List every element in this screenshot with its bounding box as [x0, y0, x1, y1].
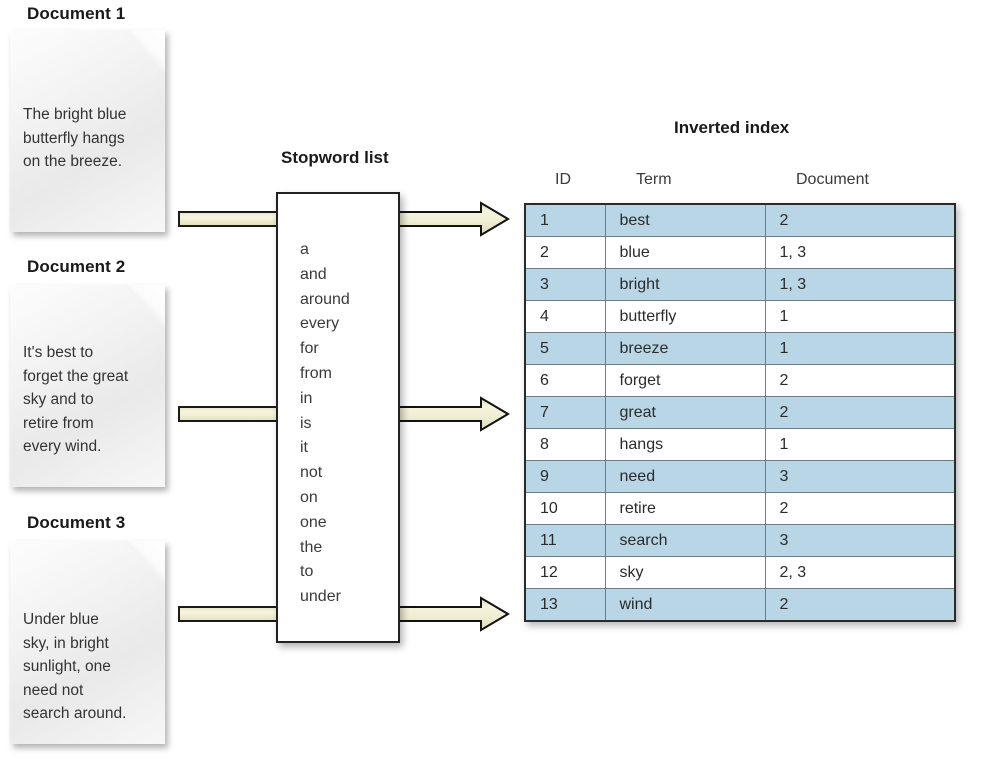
- document-1-icon: The bright blue butterfly hangs on the b…: [10, 30, 165, 232]
- stopword-to-index-arrow-1: [396, 201, 510, 237]
- cell-id: 1: [524, 203, 606, 237]
- stopword-item: and: [300, 265, 327, 283]
- cell-term: bright: [604, 268, 766, 301]
- stopword-list-title: Stopword list: [281, 148, 389, 167]
- cell-term: retire: [604, 492, 766, 525]
- cell-term: wind: [604, 588, 766, 622]
- document-3-input-arrow: [178, 606, 284, 622]
- document-1-input-arrow: [178, 211, 284, 227]
- cell-document: 2: [764, 492, 956, 525]
- table-row[interactable]: 7 great 2: [524, 396, 956, 429]
- table-row[interactable]: 10 retire 2: [524, 492, 956, 525]
- table-row[interactable]: 12 sky 2, 3: [524, 556, 956, 589]
- stopword-item: for: [300, 340, 319, 358]
- cell-term: sky: [604, 556, 766, 589]
- stopword-to-index-arrow-3: [396, 596, 510, 632]
- cell-id: 11: [524, 524, 606, 557]
- page-fold-icon: [123, 30, 165, 72]
- cell-document: 1: [764, 300, 956, 333]
- stopword-item: not: [300, 464, 323, 482]
- cell-document: 1: [764, 332, 956, 365]
- cell-document: 2: [764, 588, 956, 622]
- cell-document: 2: [764, 203, 956, 237]
- document-1-text: The bright blue butterfly hangs on the b…: [23, 106, 127, 171]
- cell-id: 6: [524, 364, 606, 397]
- cell-id: 2: [524, 236, 606, 269]
- cell-term: forget: [604, 364, 766, 397]
- stopword-item: around: [300, 290, 350, 308]
- cell-id: 8: [524, 428, 606, 461]
- page-fold-icon: [123, 541, 165, 583]
- stopword-item: is: [300, 414, 312, 432]
- document-2-input-arrow: [178, 406, 284, 422]
- cell-id: 9: [524, 460, 606, 493]
- cell-term: breeze: [604, 332, 766, 365]
- inverted-index-table-wrap: 1 best 2 2 blue 1, 3 3 bright 1, 3 4 but…: [524, 203, 956, 622]
- table-row[interactable]: 2 blue 1, 3: [524, 236, 956, 269]
- cell-term: butterfly: [604, 300, 766, 333]
- table-row[interactable]: 3 bright 1, 3: [524, 268, 956, 301]
- stopword-item: the: [300, 538, 323, 556]
- document-3-text: Under blue sky, in bright sunlight, one …: [23, 611, 127, 723]
- stopword-item: to: [300, 563, 314, 581]
- column-header-document: Document: [796, 171, 869, 188]
- table-row[interactable]: 13 wind 2: [524, 588, 956, 622]
- table-row[interactable]: 11 search 3: [524, 524, 956, 557]
- stopword-list-box: a and around every for from in is it not…: [276, 192, 400, 643]
- table-row[interactable]: 8 hangs 1: [524, 428, 956, 461]
- document-1-title: Document 1: [27, 4, 126, 23]
- document-2-title: Document 2: [27, 257, 126, 276]
- cell-document: 2: [764, 396, 956, 429]
- document-2-icon: It's best to forget the great sky and to…: [10, 285, 165, 487]
- stopword-item: a: [300, 241, 309, 258]
- table-row[interactable]: 9 need 3: [524, 460, 956, 493]
- cell-document: 1, 3: [764, 268, 956, 301]
- cell-document: 1, 3: [764, 236, 956, 269]
- stopword-to-index-arrow-2: [396, 396, 510, 432]
- cell-term: best: [604, 203, 766, 237]
- cell-term: great: [604, 396, 766, 429]
- table-row[interactable]: 1 best 2: [524, 203, 956, 237]
- table-row[interactable]: 5 breeze 1: [524, 332, 956, 365]
- stopword-item: one: [300, 513, 327, 531]
- stopword-list-items: a and around every for from in is it not…: [300, 238, 350, 610]
- cell-document: 3: [764, 460, 956, 493]
- stopword-item: every: [300, 315, 340, 333]
- inverted-index-table: 1 best 2 2 blue 1, 3 3 bright 1, 3 4 but…: [524, 203, 956, 622]
- stopword-item: on: [300, 488, 318, 506]
- stopword-item: in: [300, 389, 313, 407]
- stopword-item: from: [300, 364, 332, 382]
- cell-document: 2, 3: [764, 556, 956, 589]
- cell-id: 5: [524, 332, 606, 365]
- document-3-title: Document 3: [27, 513, 126, 532]
- table-row[interactable]: 6 forget 2: [524, 364, 956, 397]
- cell-id: 10: [524, 492, 606, 525]
- cell-document: 3: [764, 524, 956, 557]
- inverted-index-title: Inverted index: [674, 118, 790, 137]
- document-2-text: It's best to forget the great sky and to…: [23, 344, 129, 456]
- cell-document: 1: [764, 428, 956, 461]
- cell-term: blue: [604, 236, 766, 269]
- cell-document: 2: [764, 364, 956, 397]
- table-row[interactable]: 4 butterfly 1: [524, 300, 956, 333]
- cell-id: 7: [524, 396, 606, 429]
- cell-id: 13: [524, 588, 606, 622]
- cell-id: 3: [524, 268, 606, 301]
- cell-id: 12: [524, 556, 606, 589]
- cell-term: search: [604, 524, 766, 557]
- column-header-id: ID: [555, 171, 571, 188]
- page-fold-icon: [123, 285, 165, 327]
- column-header-term: Term: [636, 171, 672, 188]
- stopword-item: it: [300, 439, 308, 457]
- cell-term: hangs: [604, 428, 766, 461]
- stopword-item: under: [300, 588, 341, 606]
- cell-term: need: [604, 460, 766, 493]
- cell-id: 4: [524, 300, 606, 333]
- document-3-icon: Under blue sky, in bright sunlight, one …: [10, 541, 165, 744]
